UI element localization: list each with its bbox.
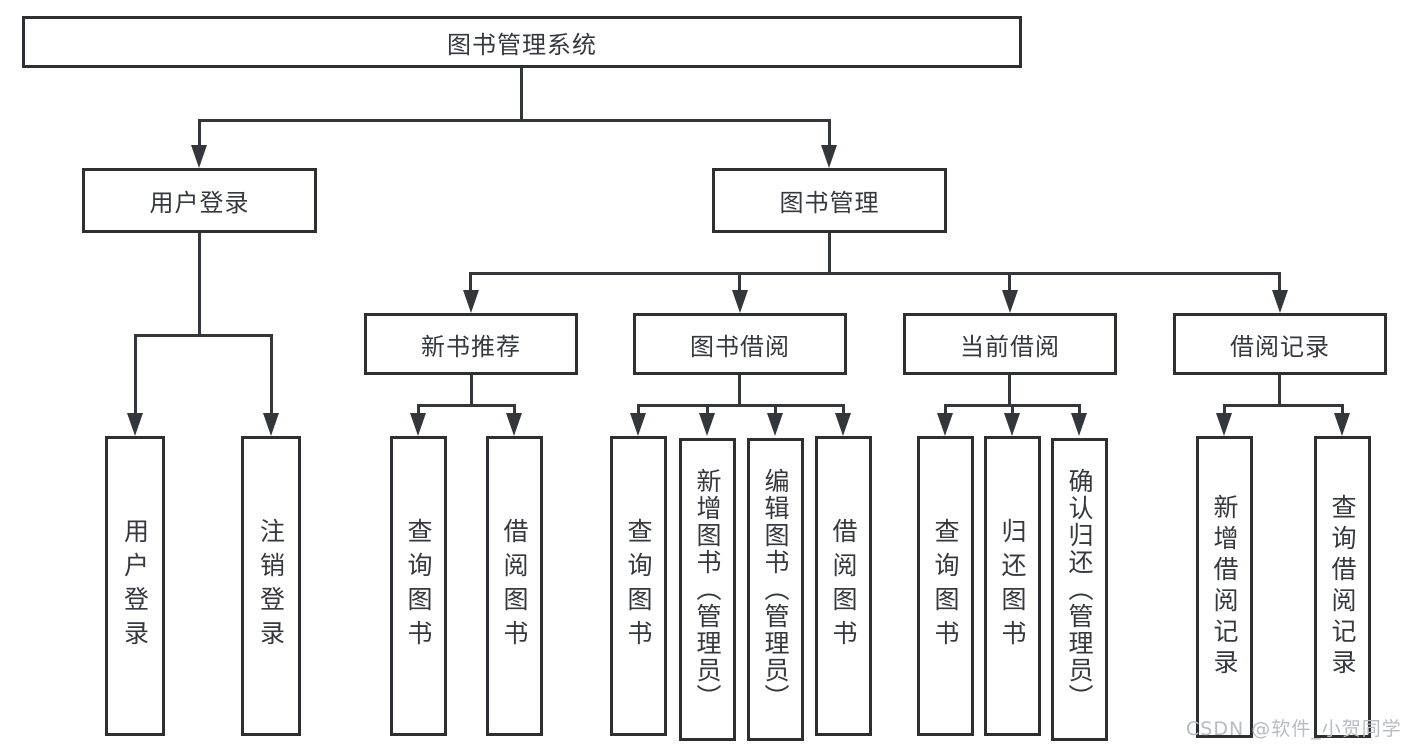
connector-line <box>520 67 523 121</box>
node-label: 注销登录 <box>256 518 286 654</box>
node-leaf-logout: 注销登录 <box>241 436 301 736</box>
node-label: 查询图书 <box>624 518 653 654</box>
connector-line <box>1011 404 1014 417</box>
node-label: 借阅图书 <box>829 518 858 654</box>
connector-line <box>637 404 640 417</box>
node-label: 借阅记录 <box>1230 332 1330 361</box>
node-leaf-confirm-return-admin: 确认归还（管理员） <box>1051 438 1108 741</box>
node-leaf-query-books-recommend: 查询图书 <box>390 436 447 736</box>
connector-line <box>1223 404 1344 407</box>
arrowhead-down <box>1004 413 1020 436</box>
node-label: 图书管理 <box>779 189 880 217</box>
connector-line <box>417 404 420 417</box>
connector-line <box>270 334 273 416</box>
node-label: 查询图书 <box>404 518 433 654</box>
node-label: 图书借阅 <box>690 332 790 361</box>
connector-line <box>469 272 1281 275</box>
csdn-watermark: CSDN @软件_小贺同学 <box>1186 718 1402 740</box>
arrowhead-down <box>1272 290 1288 313</box>
connector-line <box>1008 272 1011 292</box>
arrowhead-down <box>1334 413 1350 436</box>
connector-line <box>637 404 845 407</box>
arrowhead-down <box>699 413 715 436</box>
connector-line <box>944 404 947 417</box>
arrowhead-down <box>463 290 479 313</box>
node-borrowing-records: 借阅记录 <box>1173 313 1387 375</box>
connector-line <box>738 272 741 292</box>
arrowhead-down <box>1071 413 1087 436</box>
node-current-borrowing: 当前借阅 <box>903 313 1117 375</box>
node-label: 图书管理系统 <box>447 30 597 59</box>
node-leaf-borrow-books-recommend: 借阅图书 <box>486 436 543 736</box>
connector-line <box>706 404 709 417</box>
connector-line <box>828 231 831 274</box>
arrowhead-down <box>506 413 522 436</box>
arrowhead-down <box>127 413 143 436</box>
connector-line <box>198 231 201 336</box>
node-leaf-query-borrow-record: 查询借阅记录 <box>1314 436 1371 738</box>
node-new-book-recommendation: 新书推荐 <box>364 313 578 375</box>
connector-line <box>1341 404 1344 417</box>
connector-line <box>469 272 472 292</box>
node-label: 新书推荐 <box>421 332 521 361</box>
connector-line <box>1008 374 1011 406</box>
arrowhead-down <box>821 145 837 168</box>
connector-line <box>774 404 777 417</box>
node-label: 确认归还（管理员） <box>1065 468 1094 711</box>
connector-line <box>1278 272 1281 292</box>
node-label: 新增图书（管理员） <box>693 468 722 711</box>
node-label: 借阅图书 <box>500 518 529 654</box>
arrowhead-down <box>191 145 207 168</box>
node-leaf-edit-books-admin: 编辑图书（管理员） <box>747 438 804 741</box>
node-book-borrowing: 图书借阅 <box>633 313 847 375</box>
connector-line <box>134 334 273 337</box>
node-book-management: 图书管理 <box>712 168 947 233</box>
connector-line <box>134 334 137 416</box>
node-label: 当前借阅 <box>960 332 1060 361</box>
arrowhead-down <box>630 413 646 436</box>
node-leaf-add-borrow-record: 新增借阅记录 <box>1196 436 1253 738</box>
connector-line <box>198 119 831 122</box>
arrowhead-down <box>732 290 748 313</box>
connector-line <box>842 404 845 417</box>
connector-line <box>738 374 741 406</box>
node-leaf-return-books: 归还图书 <box>984 436 1041 736</box>
arrowhead-down <box>835 413 851 436</box>
connector-line <box>1078 404 1081 417</box>
node-label: 查询图书 <box>931 518 960 654</box>
node-label: 用户登录 <box>120 518 150 654</box>
connector-line <box>198 119 201 150</box>
node-leaf-query-books-current: 查询图书 <box>917 436 974 736</box>
node-label: 编辑图书（管理员） <box>761 468 790 711</box>
arrowhead-down <box>263 413 279 436</box>
node-leaf-add-books-admin: 新增图书（管理员） <box>679 438 736 741</box>
arrowhead-down <box>410 413 426 436</box>
connector-line <box>828 119 831 150</box>
node-leaf-borrow-books: 借阅图书 <box>815 436 872 736</box>
arrowhead-down <box>1002 290 1018 313</box>
node-label: 查询借阅记录 <box>1328 494 1357 680</box>
connector-line <box>1278 374 1281 406</box>
node-label: 新增借阅记录 <box>1210 494 1239 680</box>
arrowhead-down <box>937 413 953 436</box>
node-leaf-user-login: 用户登录 <box>105 436 165 736</box>
connector-line <box>513 404 516 417</box>
node-label: 归还图书 <box>998 518 1027 654</box>
arrowhead-down <box>1216 413 1232 436</box>
connector-line <box>1223 404 1226 417</box>
arrowhead-down <box>767 413 783 436</box>
node-library-management-system: 图书管理系统 <box>22 16 1022 68</box>
node-user-login: 用户登录 <box>82 168 317 233</box>
node-leaf-query-books-borrow: 查询图书 <box>610 436 667 736</box>
connector-line <box>470 374 473 406</box>
node-label: 用户登录 <box>149 189 250 217</box>
connector-line <box>417 404 516 407</box>
